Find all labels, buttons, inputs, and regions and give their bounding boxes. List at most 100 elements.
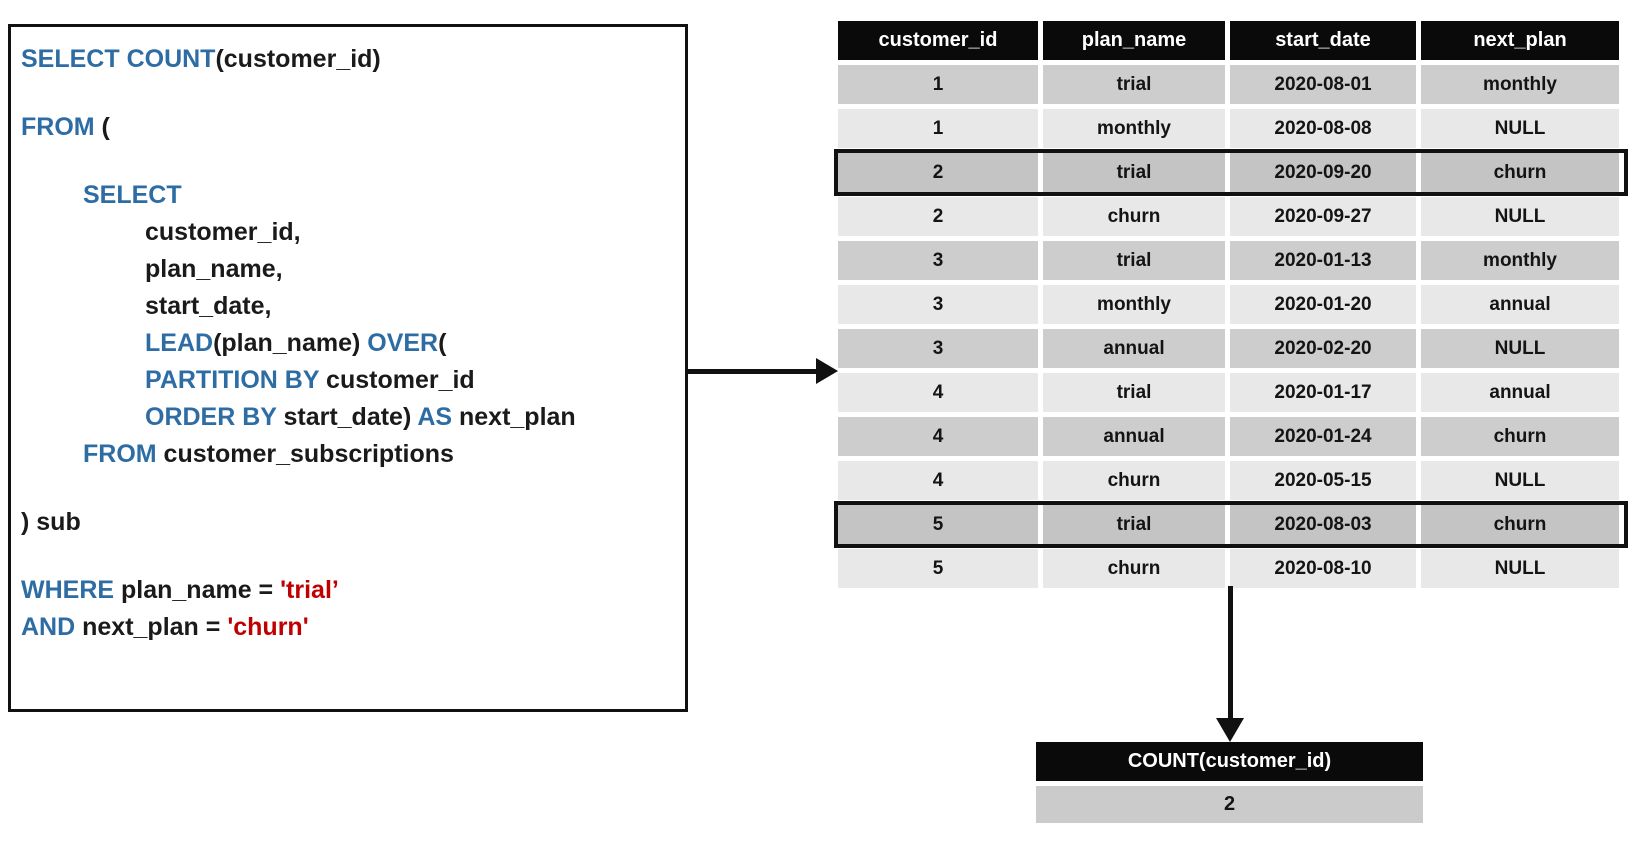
sql-line: SELECT <box>21 177 675 214</box>
header-cell-customer_id: customer_id <box>838 21 1038 60</box>
sql-line: start_date, <box>21 288 675 325</box>
table-cell: NULL <box>1421 197 1619 236</box>
table-cell: 5 <box>838 505 1038 544</box>
sql-identifier: plan_name = <box>114 576 281 604</box>
table-cell: 2 <box>838 197 1038 236</box>
table-cell: 1 <box>838 109 1038 148</box>
table-cell: 2020-01-24 <box>1230 417 1416 456</box>
table-cell: churn <box>1421 417 1619 456</box>
table-cell: monthly <box>1043 109 1225 148</box>
table-cell: 3 <box>838 241 1038 280</box>
table-cell: 2 <box>838 153 1038 192</box>
sql-line: PARTITION BY customer_id <box>21 362 675 399</box>
table-cell: trial <box>1043 153 1225 192</box>
table-cell: trial <box>1043 241 1225 280</box>
sql-keyword: OVER <box>367 329 439 357</box>
sql-identifier: customer_subscriptions <box>156 440 454 468</box>
table-cell: 3 <box>838 285 1038 324</box>
table-cell: 3 <box>838 329 1038 368</box>
header-cell-start_date: start_date <box>1230 21 1416 60</box>
table-cell: NULL <box>1421 549 1619 588</box>
table-cell: annual <box>1043 329 1225 368</box>
sql-identifier: start_date, <box>145 292 272 320</box>
sql-line: WHERE plan_name = 'trial’ <box>21 572 675 609</box>
sql-keyword: SELECT <box>83 181 182 209</box>
sql-line: ORDER BY start_date) AS next_plan <box>21 399 675 436</box>
table-cell: NULL <box>1421 329 1619 368</box>
table-cell: churn <box>1421 505 1619 544</box>
table-cell: monthly <box>1421 65 1619 104</box>
result-table: COUNT(customer_id) 2 <box>1036 742 1423 823</box>
sql-keyword: WHERE <box>21 576 115 604</box>
sql-blank-line <box>21 541 675 572</box>
table-cell: trial <box>1043 505 1225 544</box>
table-cell: churn <box>1043 461 1225 500</box>
table-cell: annual <box>1421 373 1619 412</box>
table-cell: 2020-08-10 <box>1230 549 1416 588</box>
sql-identifier: customer_id <box>319 366 475 394</box>
table-cell: 2020-05-15 <box>1230 461 1416 500</box>
sql-identifier: (customer_id) <box>215 45 381 73</box>
sql-query-box: SELECT COUNT(customer_id) FROM ( SELECT cus… <box>8 24 688 712</box>
sql-identifier: ( <box>438 329 447 357</box>
sql-line: customer_id, <box>21 214 675 251</box>
table-cell: NULL <box>1421 461 1619 500</box>
sql-blank-line <box>21 473 675 504</box>
query-to-table-arrowhead-icon <box>816 358 838 384</box>
sql-keyword: FROM <box>21 113 95 141</box>
sql-identifier: next_plan = <box>75 613 228 641</box>
table-cell: 4 <box>838 373 1038 412</box>
table-cell: 2020-08-03 <box>1230 505 1416 544</box>
sql-code: SELECT COUNT(customer_id) FROM ( SELECT cus… <box>21 41 675 646</box>
sql-keyword: AND <box>21 613 76 641</box>
header-cell-plan_name: plan_name <box>1043 21 1225 60</box>
sql-string-literal: 'churn' <box>227 613 309 641</box>
sql-blank-line <box>21 146 675 177</box>
table-to-result-arrow-icon <box>1228 586 1233 718</box>
sql-line: LEAD(plan_name) OVER( <box>21 325 675 362</box>
table-cell: churn <box>1043 197 1225 236</box>
table-cell: monthly <box>1043 285 1225 324</box>
table-cell: annual <box>1043 417 1225 456</box>
table-cell: 2020-08-01 <box>1230 65 1416 104</box>
sql-keyword: LEAD <box>145 329 214 357</box>
table-cell: annual <box>1421 285 1619 324</box>
sql-line: SELECT COUNT(customer_id) <box>21 41 675 78</box>
table-cell: 2020-09-27 <box>1230 197 1416 236</box>
query-to-table-arrow-icon <box>688 369 820 374</box>
table-cell: 2020-08-08 <box>1230 109 1416 148</box>
sql-keyword: AS <box>417 403 453 431</box>
sql-identifier: customer_id, <box>145 218 301 246</box>
table-cell: 2020-01-17 <box>1230 373 1416 412</box>
sql-line: plan_name, <box>21 251 675 288</box>
sql-keyword: FROM <box>83 440 157 468</box>
sql-identifier: ( <box>94 113 110 141</box>
table-cell: monthly <box>1421 241 1619 280</box>
table-to-result-arrowhead-icon <box>1216 718 1244 742</box>
sql-keyword: ORDER BY <box>145 403 277 431</box>
result-value: 2 <box>1036 786 1423 823</box>
sql-identifier: start_date) <box>276 403 418 431</box>
sql-line: AND next_plan = 'churn' <box>21 609 675 646</box>
table-cell: churn <box>1421 153 1619 192</box>
table-cell: churn <box>1043 549 1225 588</box>
sql-blank-line <box>21 78 675 109</box>
sql-identifier: next_plan <box>452 403 576 431</box>
table-cell: 5 <box>838 549 1038 588</box>
